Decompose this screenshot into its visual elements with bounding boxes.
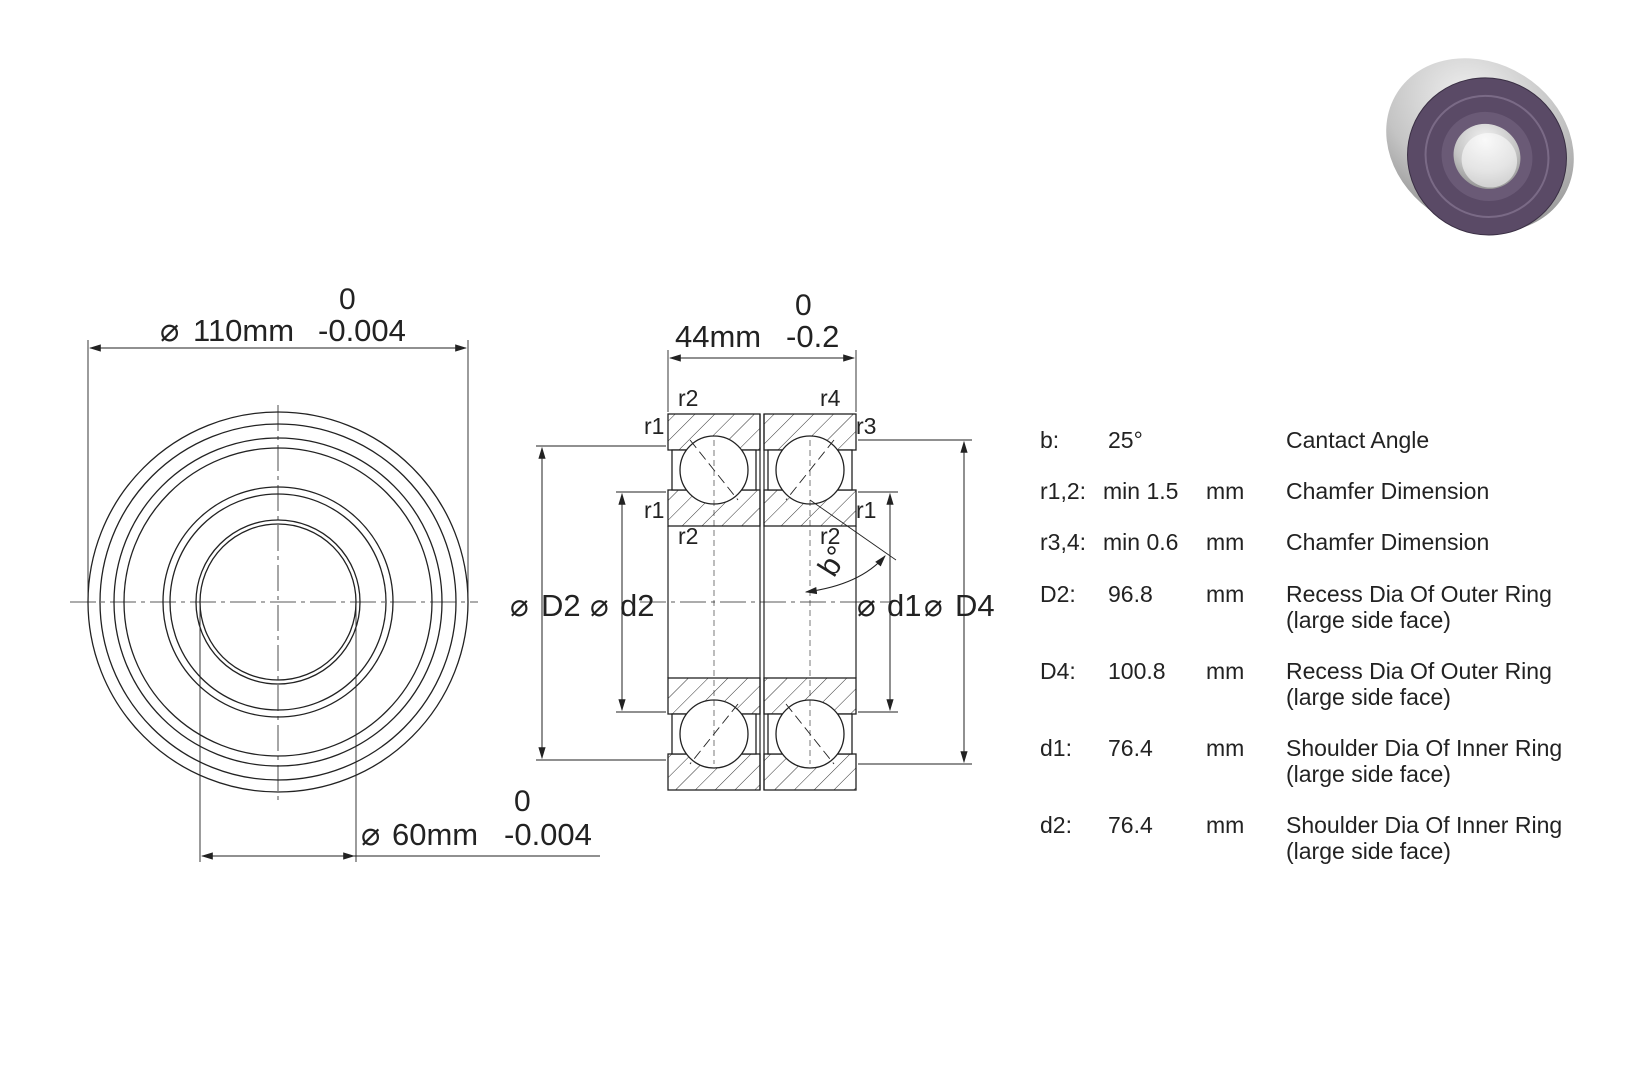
bore-tolerance-upper: 0 [514, 785, 531, 818]
render-bore-shadow [1461, 132, 1518, 188]
contact-angle-arc [804, 555, 886, 595]
width-tolerance-upper: 0 [795, 289, 812, 322]
d2-label: d2 [620, 588, 654, 623]
spec-unit-r12: mm [1206, 478, 1245, 504]
width-tolerance-lower: -0.2 [786, 319, 839, 354]
spec-desc-r34: Chamfer Dimension [1286, 529, 1490, 555]
label-r2-top-left: r2 [678, 385, 698, 411]
contact-angle-ref [809, 499, 897, 561]
spec-key-r34: r3,4: [1040, 529, 1087, 555]
spec-key-d1: d1: [1040, 735, 1072, 761]
bearing-3d-render [1386, 58, 1574, 236]
spec-key-r12: r1,2: [1040, 478, 1087, 504]
d1-diameter-symbol: ⌀ [857, 588, 876, 623]
spec-unit-d2: mm [1206, 812, 1245, 838]
spec-value-r34: min 0.6 [1103, 529, 1179, 555]
D4-label: D4 [955, 588, 995, 623]
spec-desc-D2: Recess Dia Of Outer Ring [1286, 581, 1552, 607]
label-r1-inner-right: r1 [856, 497, 876, 523]
width-value: 44mm [675, 319, 761, 354]
spec-value-d2: 76.4 [1108, 812, 1153, 838]
d2-diameter-symbol: ⌀ [590, 588, 609, 623]
spec-value-d1: 76.4 [1108, 735, 1153, 761]
spec-desc-d2: Shoulder Dia Of Inner Ring [1286, 812, 1563, 838]
spec-desc-d1: Shoulder Dia Of Inner Ring [1286, 735, 1563, 761]
front-view [70, 340, 600, 862]
label-r1-top-left: r1 [644, 413, 664, 439]
D2-diameter-symbol: ⌀ [510, 588, 529, 623]
spec-desc2-d2: (large side face) [1286, 838, 1451, 864]
spec-unit-r34: mm [1206, 529, 1245, 555]
spec-value-b: 25° [1108, 427, 1143, 453]
section-view [536, 350, 972, 791]
d1-label: d1 [887, 588, 921, 623]
od-tolerance-upper: 0 [339, 283, 356, 316]
od-tolerance-lower: -0.004 [318, 313, 406, 348]
label-contact-angle: b° [812, 540, 855, 582]
spec-key-d2: d2: [1040, 812, 1072, 838]
spec-desc2-D2: (large side face) [1286, 607, 1451, 633]
label-r2-inner-left: r2 [678, 523, 698, 549]
spec-desc-b: Cantact Angle [1286, 427, 1430, 453]
spec-desc2-D4: (large side face) [1286, 684, 1451, 710]
spec-key-b: b: [1040, 427, 1060, 453]
bore-diameter-symbol: ⌀ [361, 816, 380, 852]
spec-unit-D4: mm [1206, 658, 1245, 684]
spec-desc2-d1: (large side face) [1286, 761, 1451, 787]
spec-unit-D2: mm [1206, 581, 1245, 607]
label-r2-inner-right: r2 [820, 523, 840, 549]
spec-key-D4: D4: [1040, 658, 1076, 684]
label-r3: r3 [856, 413, 876, 439]
bore-value: 60mm [392, 817, 478, 852]
spec-value-D2: 96.8 [1108, 581, 1153, 607]
bore-tolerance-lower: -0.004 [504, 817, 592, 852]
render-seal-groove [1424, 94, 1550, 219]
label-r1-inner-left: r1 [644, 497, 664, 523]
spec-unit-d1: mm [1206, 735, 1245, 761]
spec-desc-r12: Chamfer Dimension [1286, 478, 1490, 504]
D4-diameter-symbol: ⌀ [924, 588, 943, 623]
spec-desc-D4: Recess Dia Of Outer Ring [1286, 658, 1552, 684]
spec-key-D2: D2: [1040, 581, 1076, 607]
spec-value-r12: min 1.5 [1103, 478, 1179, 504]
od-diameter-symbol: ⌀ [160, 312, 179, 348]
label-r4: r4 [820, 385, 841, 411]
spec-value-D4: 100.8 [1108, 658, 1166, 684]
D2-label: D2 [541, 588, 581, 623]
od-value: 110mm [193, 313, 294, 348]
